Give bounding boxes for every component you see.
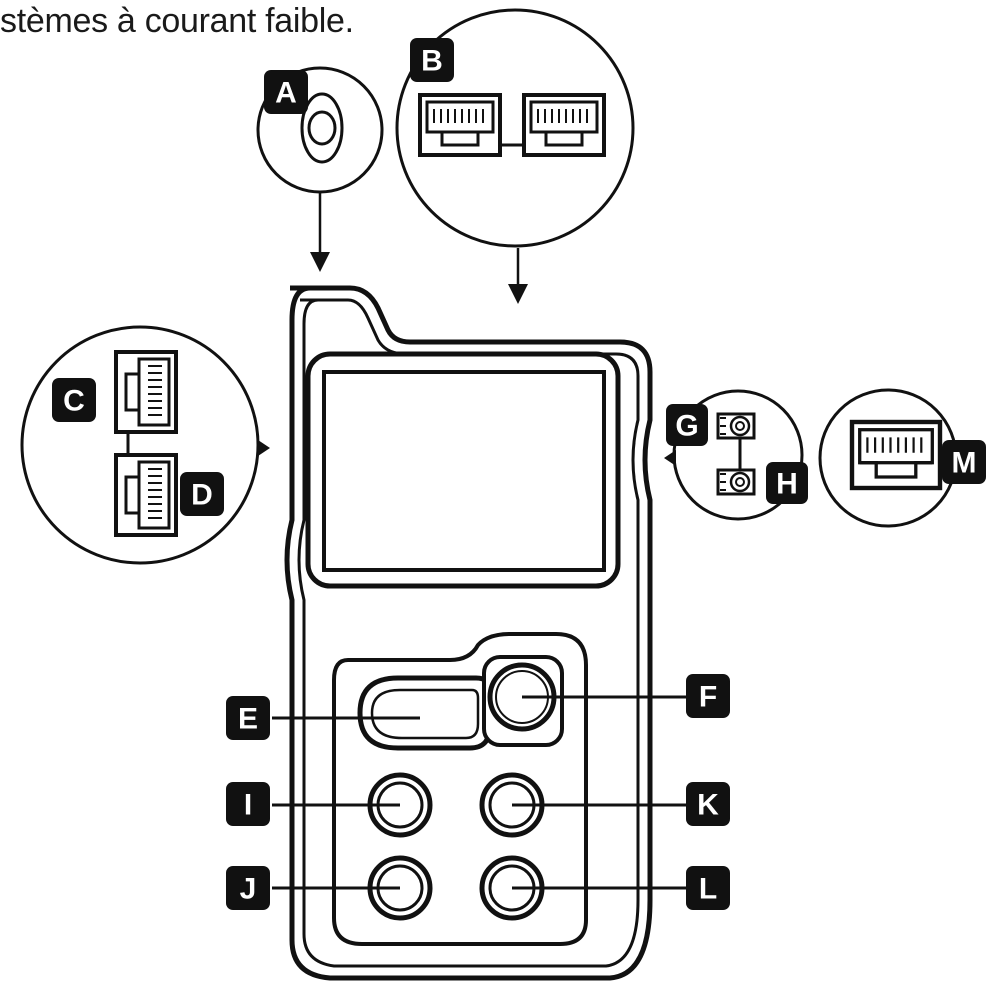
svg-text:A: A [275, 77, 297, 110]
display-screen [305, 351, 621, 589]
svg-text:I: I [244, 789, 252, 822]
svg-text:D: D [191, 479, 213, 512]
label-b: B [410, 38, 454, 82]
detail-bubble-m [818, 388, 958, 528]
svg-text:J: J [240, 873, 257, 906]
label-a: A [264, 70, 308, 114]
leader-lines [272, 695, 688, 890]
svg-text:H: H [776, 468, 798, 501]
label-i: I [226, 782, 270, 826]
button-f[interactable] [482, 655, 564, 747]
svg-text:E: E [238, 703, 258, 736]
label-j: J [226, 866, 270, 910]
detail-bubble-cd [20, 325, 270, 565]
label-k: K [686, 782, 730, 826]
label-h: H [766, 462, 808, 504]
svg-text:B: B [421, 45, 443, 78]
svg-text:M: M [952, 447, 977, 480]
label-m: M [942, 440, 986, 484]
label-c: C [52, 378, 96, 422]
svg-text:G: G [675, 410, 698, 443]
label-g: G [666, 404, 708, 446]
svg-text:F: F [699, 681, 717, 714]
label-f: F [686, 674, 730, 718]
detail-bubble-b [395, 8, 635, 304]
button-e[interactable] [357, 675, 493, 751]
svg-text:K: K [697, 789, 719, 822]
label-e: E [226, 696, 270, 740]
caption-text: stèmes à courant faible. [0, 2, 354, 40]
svg-text:L: L [699, 873, 717, 906]
label-d: D [180, 472, 224, 516]
label-l: L [686, 866, 730, 910]
svg-text:C: C [63, 385, 85, 418]
